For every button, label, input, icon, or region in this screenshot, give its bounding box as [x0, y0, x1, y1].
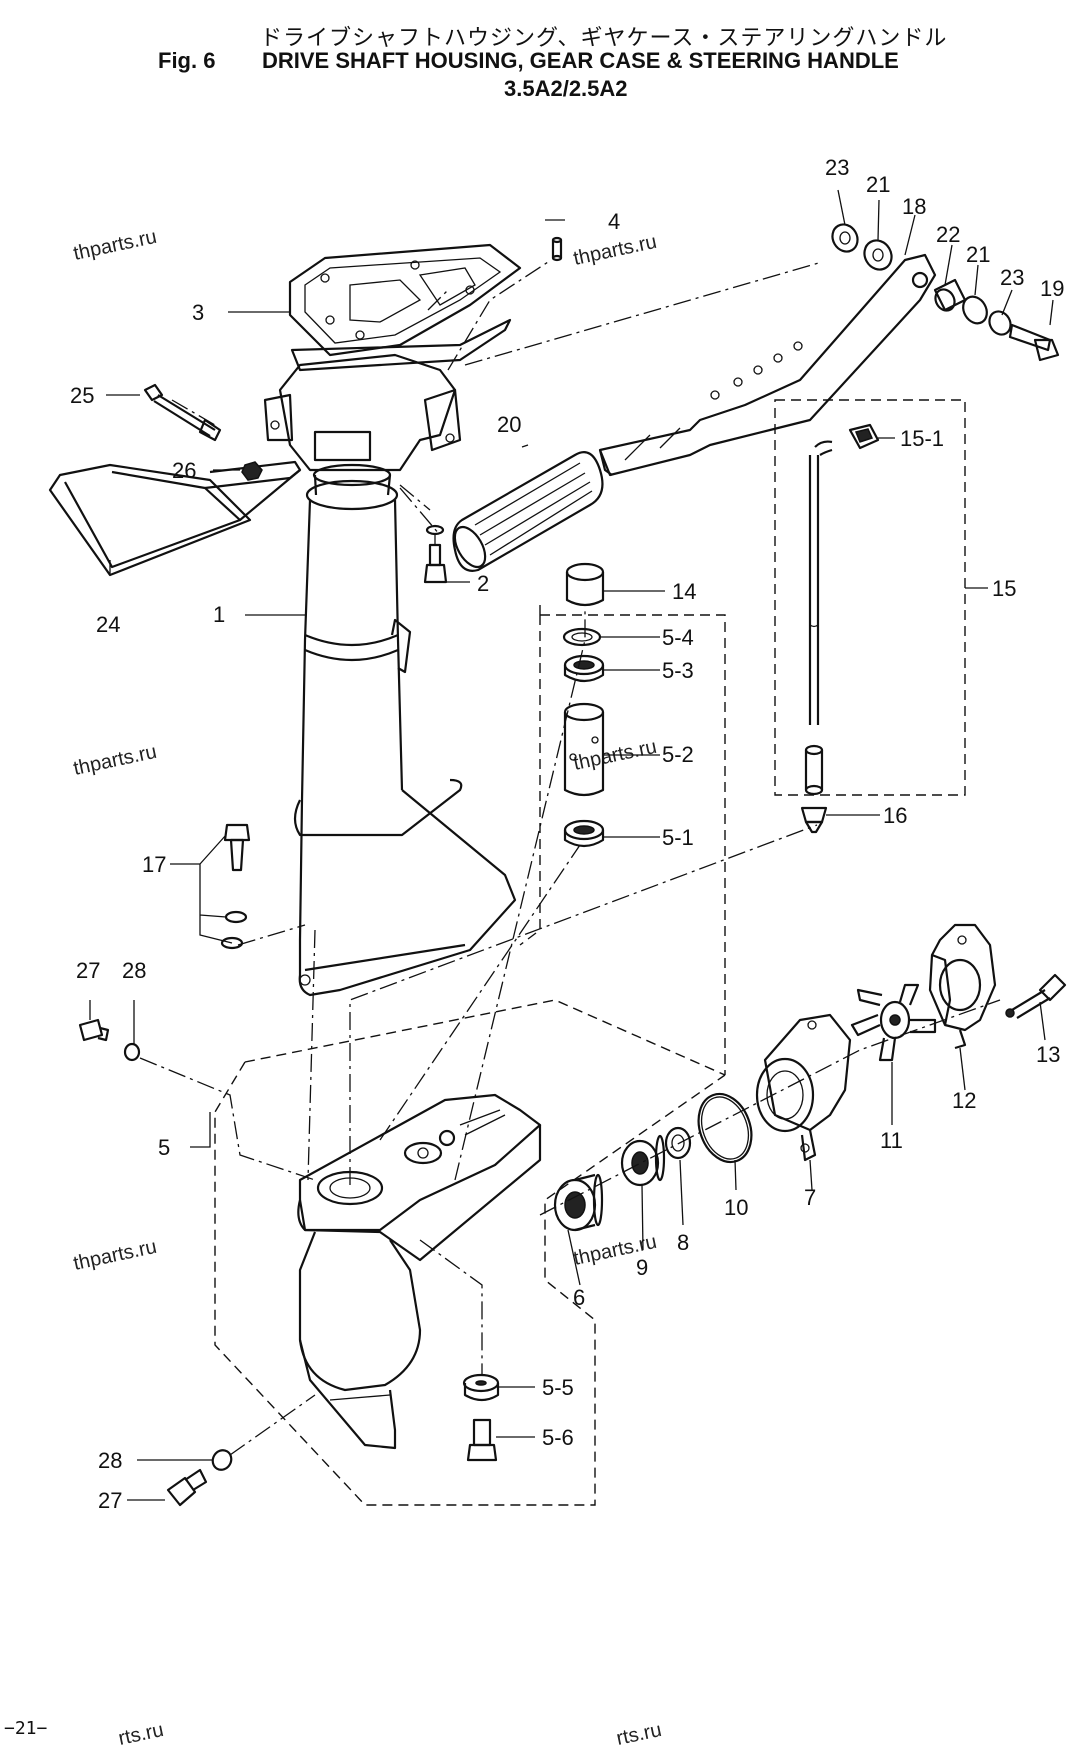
watermark: thparts.ru: [71, 1236, 158, 1275]
watermark: thparts.ru: [71, 741, 158, 780]
callout-21-bottom: 21: [966, 242, 990, 267]
grommet-15-1: [848, 423, 880, 450]
oil-seal-8: [664, 1126, 692, 1160]
figure-number: Fig. 6: [158, 48, 216, 73]
bolt-13: [1005, 973, 1067, 1019]
grommet-16: [800, 806, 828, 834]
callout-19: 19: [1040, 276, 1064, 301]
callout-18: 18: [902, 194, 926, 219]
bolt-17: [220, 823, 251, 950]
bearing-5-1: [563, 819, 605, 848]
title-japanese: ドライブシャフトハウジング、ギヤケース・ステアリングハンドル: [260, 26, 948, 51]
drive-shaft-housing: [263, 318, 517, 997]
drain-plug-27-top: [78, 1018, 110, 1042]
callout-22: 22: [936, 222, 960, 247]
bearing-6: [553, 1173, 604, 1232]
callout-5-2: 5-2: [662, 742, 694, 767]
gear-case: [297, 1093, 542, 1450]
callout-23-top: 23: [825, 155, 849, 180]
steering-grip: [452, 451, 604, 572]
drain-plug-27-bottom: [166, 1468, 208, 1507]
washer-23-bottom: [988, 310, 1012, 336]
gasket: [288, 243, 522, 357]
callout-27-bottom: 27: [98, 1488, 122, 1513]
washer-21-bottom: [962, 295, 988, 325]
watermark: thparts.ru: [71, 226, 158, 265]
callout-5-4: 5-4: [662, 625, 694, 650]
callout-4: 4: [608, 209, 620, 234]
watermark: thparts.ru: [571, 231, 658, 270]
callout-25: 25: [70, 383, 94, 408]
steering-bracket: [48, 418, 302, 577]
callout-16: 16: [883, 803, 907, 828]
callout-11: 11: [880, 1128, 903, 1153]
callout-8: 8: [677, 1230, 689, 1255]
callout-20: 20: [497, 412, 521, 437]
callout-3: 3: [192, 300, 204, 325]
pump-housing-7: [755, 1013, 852, 1162]
callout-9: 9: [636, 1255, 648, 1280]
watermark: rts.ru: [116, 1719, 165, 1745]
callout-6: 6: [573, 1285, 585, 1310]
pump-cover-12: [928, 923, 997, 1050]
watermarks: thparts.ru thparts.ru thparts.ru thparts…: [71, 226, 663, 1745]
assembly-lines: [139, 261, 1001, 1506]
gasket-28-top: [123, 1042, 141, 1062]
bolt-5-6: [466, 1418, 498, 1462]
callout-5-1: 5-1: [662, 825, 694, 850]
oil-seal-5-4: [562, 627, 602, 647]
callout-5-3: 5-3: [662, 658, 694, 683]
bushing-14: [565, 562, 605, 607]
callout-14: 14: [672, 579, 696, 604]
callout-27-top: 27: [76, 958, 100, 983]
callout-1: 1: [213, 602, 225, 627]
watermark: rts.ru: [614, 1719, 663, 1745]
callout-15: 15: [992, 576, 1016, 601]
callout-5-6: 5-6: [542, 1425, 574, 1450]
callout-5: 5: [158, 1135, 170, 1160]
dowel-pin: [551, 236, 563, 262]
callout-leaders: [89, 189, 1054, 1501]
bearing-9: [620, 1134, 666, 1187]
nut-26: [241, 461, 263, 481]
callout-23-bottom: 23: [1000, 265, 1024, 290]
sleeve-5-2: [563, 702, 605, 797]
bolt-19: [1008, 323, 1060, 362]
callout-28-bottom: 28: [98, 1448, 122, 1473]
callout-17: 17: [142, 852, 166, 877]
callout-2: 2: [477, 571, 489, 596]
callout-12: 12: [952, 1088, 976, 1113]
callout-15-1: 15-1: [900, 426, 944, 451]
callout-28-top: 28: [122, 958, 146, 983]
callout-labels: 3 4 25 26 24 1 2 20 14 5-4 5-3 5-2 5-1 1…: [70, 155, 1064, 1513]
callout-21-top: 21: [866, 172, 890, 197]
water-pipe-15: [804, 440, 833, 796]
bearing-5-3: [563, 654, 605, 683]
grommet-5-5: [462, 1373, 500, 1402]
bolt-2: [423, 524, 448, 584]
washer-21-top: [863, 239, 893, 271]
callout-5-5: 5-5: [542, 1375, 574, 1400]
callout-24: 24: [96, 612, 120, 637]
callout-26: 26: [172, 458, 196, 483]
o-ring-10: [697, 1092, 753, 1164]
steering-handle: [598, 253, 937, 477]
callout-13: 13: [1036, 1042, 1060, 1067]
gasket-28-bottom: [211, 1449, 233, 1471]
washer-23-top: [831, 223, 859, 253]
callout-7: 7: [804, 1185, 816, 1210]
callout-10: 10: [724, 1195, 748, 1220]
bolt-25: [143, 383, 216, 437]
page-number: −21−: [4, 1718, 48, 1739]
title-english: DRIVE SHAFT HOUSING, GEAR CASE & STEERIN…: [262, 48, 899, 73]
collar-22: [933, 278, 967, 312]
model-number: 3.5A2/2.5A2: [504, 76, 628, 101]
